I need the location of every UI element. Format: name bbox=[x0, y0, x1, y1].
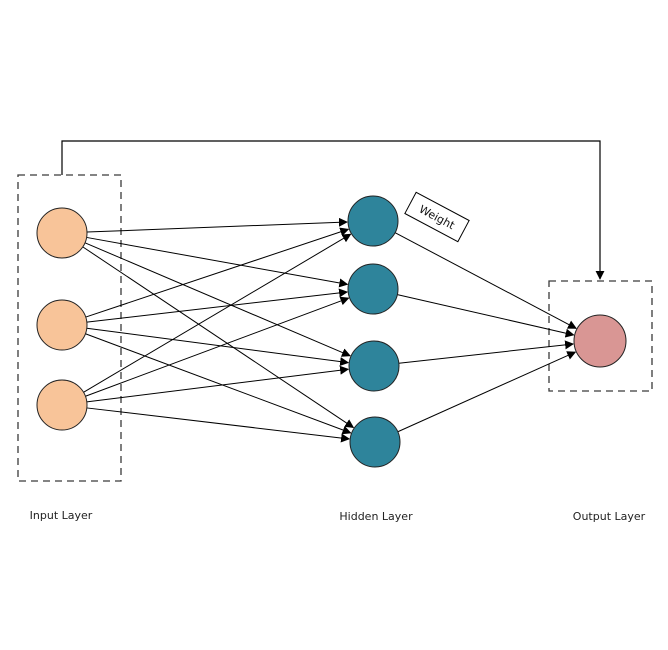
edge-input-3-to-hidden-2 bbox=[85, 296, 350, 397]
edges bbox=[82, 217, 577, 443]
edge-input-1-to-hidden-4 bbox=[82, 246, 355, 429]
input-node-2 bbox=[36, 299, 88, 351]
nodes bbox=[36, 195, 627, 468]
hidden-node-2 bbox=[347, 263, 399, 315]
edge-input-1-to-hidden-3 bbox=[84, 242, 351, 357]
hidden-node-3 bbox=[348, 340, 400, 392]
weight-label-box bbox=[404, 191, 470, 243]
edge-input-2-to-hidden-2 bbox=[86, 288, 349, 323]
hidden-node-4 bbox=[349, 416, 401, 468]
edge-input-2-to-hidden-3 bbox=[86, 327, 350, 367]
edge-input-1-to-hidden-1 bbox=[86, 217, 348, 233]
edge-hidden-3-to-output-1 bbox=[398, 340, 575, 364]
hidden-node-1 bbox=[347, 195, 399, 247]
output-node-1 bbox=[573, 314, 627, 368]
output-layer-group bbox=[548, 280, 653, 392]
output-layer-label: Output Layer bbox=[573, 510, 646, 523]
hidden-layer-label: Hidden Layer bbox=[339, 510, 413, 523]
input-node-1 bbox=[36, 207, 88, 259]
edge-input-1-to-hidden-2 bbox=[86, 236, 349, 288]
edge-hidden-2-to-output-1 bbox=[397, 294, 575, 338]
edge-input-2-to-hidden-4 bbox=[85, 333, 352, 435]
skip-connection-line bbox=[61, 140, 605, 280]
input-node-3 bbox=[36, 379, 88, 431]
edge-input-3-to-hidden-4 bbox=[86, 407, 351, 443]
edge-input-2-to-hidden-1 bbox=[85, 227, 350, 318]
edge-hidden-1-to-output-1 bbox=[394, 232, 577, 329]
input-layer-label: Input Layer bbox=[30, 509, 93, 522]
edge-input-3-to-hidden-3 bbox=[86, 365, 350, 403]
input-layer-group bbox=[17, 174, 122, 482]
edge-hidden-4-to-output-1 bbox=[397, 351, 577, 433]
weight-label: Weight bbox=[404, 191, 470, 243]
edge-input-3-to-hidden-1 bbox=[83, 233, 352, 393]
